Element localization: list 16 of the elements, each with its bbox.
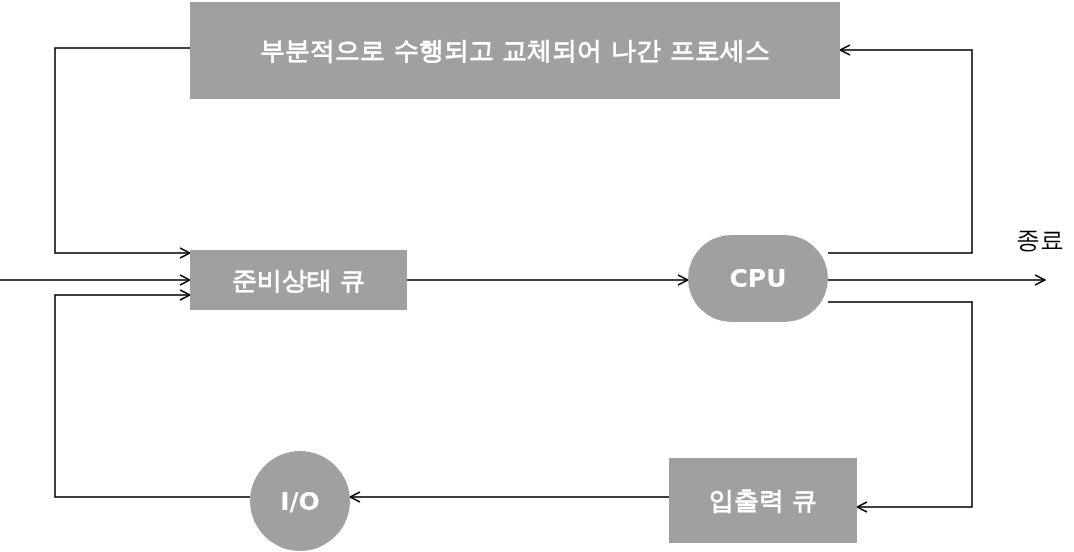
arrow [827, 301, 973, 513]
arrow [827, 274, 1046, 286]
arrow [54, 47, 191, 259]
arrow [827, 44, 973, 254]
node-label: 입출력 큐 [708, 485, 818, 517]
node-label: CPU [729, 264, 787, 293]
node-label: I/O [280, 486, 320, 516]
arrow [54, 289, 251, 498]
queue-box [190, 250, 407, 310]
queue-box [669, 458, 857, 543]
arrow [0, 274, 191, 286]
arrow [349, 491, 670, 503]
node-label: 부분적으로 수행되고 교체되어 나간 프로세스 [260, 35, 770, 67]
node-label: 준비상태 큐 [231, 264, 366, 297]
process-box [190, 2, 840, 99]
arrow [406, 274, 689, 286]
